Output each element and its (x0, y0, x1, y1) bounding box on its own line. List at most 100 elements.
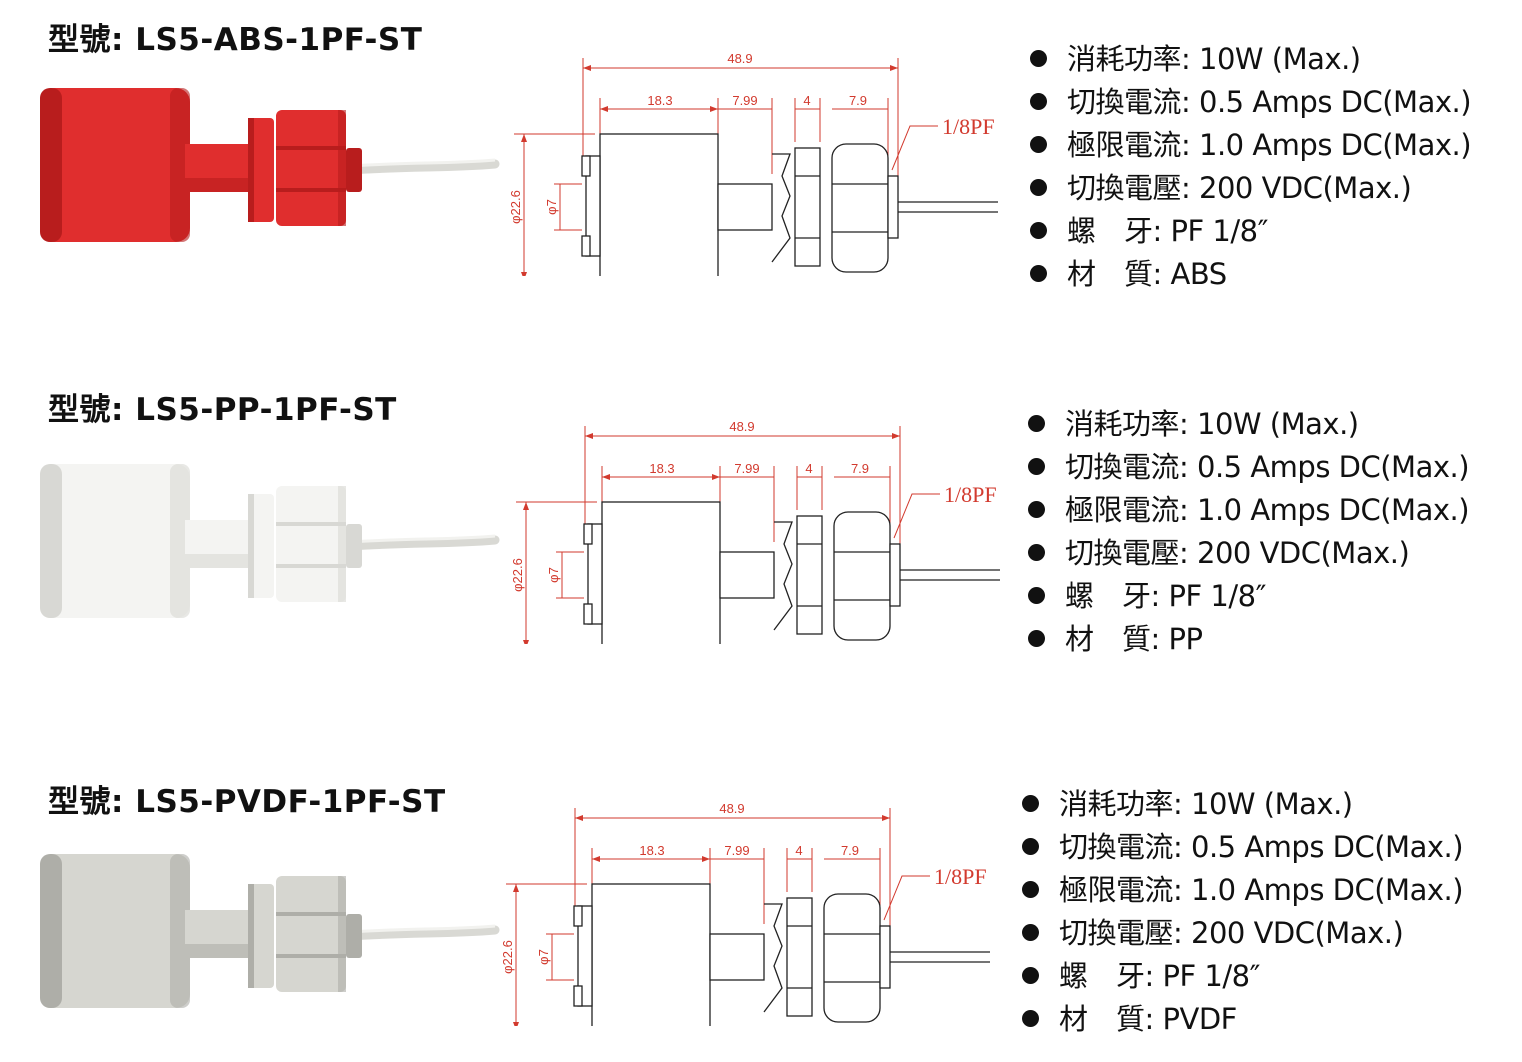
product-photo (40, 464, 500, 618)
float-length-label: 18.3 (647, 93, 672, 108)
thread-label: 1/8PF (944, 482, 997, 507)
spec-value: : 1.0 Amps DC(Max.) (1173, 873, 1464, 907)
product-photo (40, 854, 500, 1008)
spec-label: 材 質 (1067, 257, 1153, 291)
thread-label: 1/8PF (942, 114, 995, 139)
bullet-icon (1022, 880, 1039, 898)
bullet-icon (1030, 135, 1047, 153)
stem-length-label: 7.99 (732, 93, 757, 108)
spec-value: : 1.0 Amps DC(Max.) (1181, 128, 1472, 162)
model-title: 型號: LS5-PVDF-1PF-ST (48, 784, 446, 820)
bullet-icon (1030, 264, 1047, 282)
spec-item: 切換電壓: 200 VDC(Max.) (1028, 532, 1469, 575)
spec-list: 消耗功率: 10W (Max.)切換電流: 0.5 Amps DC(Max.)極… (1022, 783, 1464, 1041)
stem-diameter-label: φ7 (536, 949, 551, 965)
stem-diameter-label: φ7 (546, 567, 561, 583)
spec-label: 材 質 (1059, 1002, 1145, 1036)
spec-value: : 1.0 Amps DC(Max.) (1179, 493, 1470, 527)
dimension-drawing: 48.9 18.3 7.99 4 7.9 φ22.6 φ7 1/8PF (510, 419, 1000, 644)
spec-label: 切換電壓 (1059, 916, 1174, 950)
hex-length-label: 7.9 (851, 461, 869, 476)
product-section: 型號: LS5-PVDF-1PF-ST (0, 0, 1522, 1036)
spec-item: 切換電流: 0.5 Amps DC(Max.) (1022, 826, 1464, 869)
total-length-label: 48.9 (727, 51, 752, 66)
dimension-drawing: 48.9 18.3 7.99 4 7.9 φ22.6 φ7 1/8PF (508, 51, 998, 276)
spec-item: 材 質: ABS (1030, 253, 1471, 296)
spec-value: : PF 1/8″ (1144, 959, 1261, 993)
bullet-icon (1022, 966, 1039, 984)
spec-item: 消耗功率: 10W (Max.) (1028, 403, 1469, 446)
product-photo (40, 88, 500, 242)
nut-length-label: 4 (805, 461, 812, 476)
spec-value: : 10W (Max.) (1173, 787, 1353, 821)
bullet-icon (1028, 500, 1045, 518)
hex-length-label: 7.9 (841, 843, 859, 858)
spec-label: 消耗功率 (1065, 407, 1180, 441)
spec-label: 消耗功率 (1067, 42, 1182, 76)
spec-item: 消耗功率: 10W (Max.) (1030, 38, 1471, 81)
hex-length-label: 7.9 (849, 93, 867, 108)
spec-value: : 200 VDC(Max.) (1179, 536, 1410, 570)
spec-value: : 10W (Max.) (1179, 407, 1359, 441)
bullet-icon (1030, 92, 1047, 110)
spec-label: 消耗功率 (1059, 787, 1174, 821)
spec-item: 螺 牙: PF 1/8″ (1028, 575, 1469, 618)
spec-item: 螺 牙: PF 1/8″ (1022, 955, 1463, 998)
spec-label: 切換電流 (1065, 450, 1180, 484)
spec-value: : ABS (1152, 257, 1228, 291)
spec-item: 極限電流: 1.0 Amps DC(Max.) (1022, 869, 1464, 912)
spec-item: 材 質: PP (1028, 618, 1469, 661)
float-length-label: 18.3 (649, 461, 674, 476)
model-title: 型號: LS5-PP-1PF-ST (48, 392, 397, 428)
spec-label: 切換電流 (1059, 830, 1174, 864)
spec-value: : 0.5 Amps DC(Max.) (1179, 450, 1470, 484)
stem-diameter-label: φ7 (544, 199, 559, 215)
bullet-icon (1028, 586, 1045, 604)
spec-label: 極限電流 (1065, 493, 1180, 527)
spec-value: : PF 1/8″ (1150, 579, 1267, 613)
total-length-label: 48.9 (719, 801, 744, 816)
product-section: 型號: LS5-ABS-1PF-ST (0, 0, 1522, 340)
bullet-icon (1022, 837, 1039, 855)
spec-label: 切換電流 (1067, 85, 1182, 119)
spec-label: 切換電壓 (1067, 171, 1182, 205)
spec-item: 切換電流: 0.5 Amps DC(Max.) (1028, 446, 1470, 489)
spec-value: : 200 VDC(Max.) (1173, 916, 1404, 950)
bullet-icon (1030, 49, 1047, 67)
dimension-drawing: 48.9 18.3 7.99 4 7.9 φ22.6 φ7 1/8PF (500, 801, 990, 1026)
nut-length-label: 4 (795, 843, 802, 858)
product-section: 型號: LS5-PP-1PF-ST (0, 0, 1522, 656)
spec-value: : PP (1150, 622, 1203, 656)
stem-length-label: 7.99 (734, 461, 759, 476)
float-diameter-label: φ22.6 (510, 558, 525, 592)
spec-value: : PVDF (1144, 1002, 1238, 1036)
bullet-icon (1022, 1009, 1039, 1027)
model-title: 型號: LS5-ABS-1PF-ST (48, 22, 423, 58)
thread-label: 1/8PF (934, 864, 987, 889)
spec-label: 螺 牙 (1067, 214, 1153, 248)
spec-item: 切換電流: 0.5 Amps DC(Max.) (1030, 81, 1472, 124)
spec-label: 螺 牙 (1059, 959, 1145, 993)
spec-list: 消耗功率: 10W (Max.)切換電流: 0.5 Amps DC(Max.)極… (1030, 38, 1472, 296)
spec-value: : 200 VDC(Max.) (1181, 171, 1412, 205)
float-diameter-label: φ22.6 (500, 940, 515, 974)
spec-item: 切換電壓: 200 VDC(Max.) (1022, 912, 1463, 955)
spec-item: 極限電流: 1.0 Amps DC(Max.) (1028, 489, 1470, 532)
total-length-label: 48.9 (729, 419, 754, 434)
spec-label: 材 質 (1065, 622, 1151, 656)
spec-item: 切換電壓: 200 VDC(Max.) (1030, 167, 1471, 210)
bullet-icon (1028, 629, 1045, 647)
bullet-icon (1022, 794, 1039, 812)
spec-list: 消耗功率: 10W (Max.)切換電流: 0.5 Amps DC(Max.)極… (1028, 403, 1470, 661)
float-diameter-label: φ22.6 (508, 190, 523, 224)
spec-label: 螺 牙 (1065, 579, 1151, 613)
bullet-icon (1028, 543, 1045, 561)
stem-length-label: 7.99 (724, 843, 749, 858)
bullet-icon (1022, 923, 1039, 941)
spec-value: : PF 1/8″ (1152, 214, 1269, 248)
spec-label: 切換電壓 (1065, 536, 1180, 570)
spec-value: : 0.5 Amps DC(Max.) (1173, 830, 1464, 864)
bullet-icon (1028, 414, 1045, 432)
spec-item: 螺 牙: PF 1/8″ (1030, 210, 1471, 253)
spec-item: 消耗功率: 10W (Max.) (1022, 783, 1463, 826)
